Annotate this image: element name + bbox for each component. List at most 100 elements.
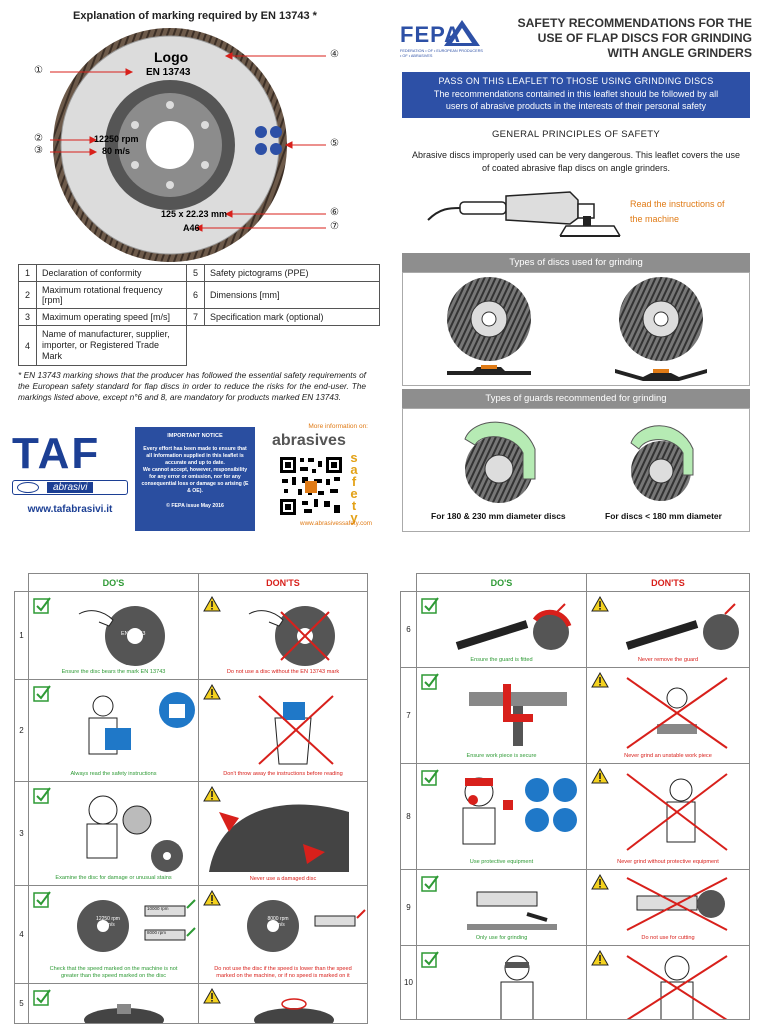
reading-person-icon <box>88 692 195 755</box>
do-caption: Only use for grinding <box>475 935 528 941</box>
safety-letter: e <box>350 486 358 501</box>
dos-donts-table-right: DO'S DON'TS 6 Ensure the guard is fitted… <box>400 573 750 1020</box>
legend-text: Safety pictograms (PPE) <box>204 264 380 282</box>
dont-caption: Don't throw away the instructions before… <box>223 771 343 777</box>
dont-caption: Never use a damaged disc <box>249 876 317 882</box>
do-cell: Examine the disc for damage or unusual s… <box>28 781 199 886</box>
legend-num: 5 <box>186 264 205 282</box>
legend-text: Name of manufacturer, supplier, importer… <box>36 325 187 366</box>
check-icon <box>33 989 51 1006</box>
callout-3: ③ <box>34 145 43 156</box>
dont-cell: Never grind an unstable work piece <box>586 667 750 764</box>
row-number: 2 <box>14 679 29 782</box>
check-icon <box>33 787 51 804</box>
row-number: 7 <box>400 667 417 764</box>
taf-logo: TAF abrasivi <box>12 432 128 502</box>
dont-cell: Do not use for cutting <box>586 869 750 946</box>
callout-5: ⑤ <box>330 138 339 149</box>
guard-caption-small: For discs < 180 mm diameter <box>605 511 722 521</box>
banner-heading: PASS ON THIS LEAFLET TO THOSE USING GRIN… <box>438 76 714 86</box>
check-icon <box>33 685 51 702</box>
unstable-workpiece-icon <box>626 677 728 749</box>
do-caption: Always read the safety instructions <box>70 771 157 777</box>
disc-rpm-text: 12250 rpm <box>94 134 139 144</box>
callout-4: ④ <box>330 49 339 60</box>
read-instructions-text: Read the instructions of the machine <box>630 199 725 224</box>
do-caption: Ensure the guard is fitted <box>470 657 533 663</box>
guard-caption-large: For 180 & 230 mm diameter discs <box>431 511 566 521</box>
marking-legend-table: 1 Declaration of conformity 5 Safety pic… <box>18 264 380 366</box>
more-info-label: More information on: <box>308 423 368 430</box>
callout-1: ① <box>34 65 43 76</box>
principles-heading: GENERAL PRINCIPLES OF SAFETY <box>491 129 660 140</box>
qr-code-icon[interactable] <box>278 455 344 517</box>
notice-body-1: Every effort has been made to ensure tha… <box>143 445 247 466</box>
dont-cell <box>586 945 750 1020</box>
types-guards-bar: Types of guards recommended for grinding <box>402 389 750 408</box>
types-discs-bar: Types of discs used for grinding <box>402 253 750 272</box>
cutting-use-icon <box>626 877 728 931</box>
safety-letter: a <box>350 462 358 477</box>
dont-caption: Do not use the disc if the speed is lowe… <box>214 966 352 979</box>
banner-body: The recommendations contained in this le… <box>433 88 719 112</box>
legend-text: Declaration of conformity <box>36 264 187 282</box>
safety-vertical-text: s a f e t y <box>347 450 361 524</box>
legend-text: Dimensions [mm] <box>204 281 380 309</box>
do-cell: Ensure the guard is fitted <box>416 591 587 668</box>
machine-speed-1: 10000 rpm <box>147 906 169 911</box>
machine-speed-2: 8000 rpm <box>147 930 167 935</box>
check-icon <box>33 597 51 614</box>
do-cell: Only use for grinding <box>416 869 587 946</box>
do-cell: 12250 rpm 80m/s 10000 rpm 8000 rpm Check… <box>28 885 199 984</box>
small-guard-icon <box>630 425 694 501</box>
notice-title: IMPORTANT NOTICE <box>167 433 223 439</box>
large-guard-icon <box>464 421 536 503</box>
dont-cell: 8000 rpm 80m/s Do not use the disc if th… <box>198 885 368 984</box>
protective-equipment-icon <box>462 777 577 845</box>
legend-num: 6 <box>186 281 205 309</box>
guard-types-panel: For 180 & 230 mm diameter discs For disc… <box>402 408 750 532</box>
do-cell <box>28 983 199 1024</box>
disc-speed-label: 12250 rpm 80m/s <box>96 916 120 928</box>
do-caption: Ensure the disc bears the mark EN 13743 <box>61 669 166 675</box>
title-line: SAFETY RECOMMENDATIONS FOR THE <box>517 16 752 30</box>
marking-footnote: * EN 13743 marking shows that the produc… <box>18 370 366 402</box>
disc-speed-label: 8000 rpm 80m/s <box>267 916 289 928</box>
dont-caption: Never remove the guard <box>637 657 699 663</box>
warning-icon <box>203 890 221 906</box>
do-caption: Ensure work piece is secure <box>466 753 537 759</box>
grinding-use-icon <box>467 891 557 930</box>
fepa-subtext: FEDERATION • OF • EUROPEAN PRODUCERS • O… <box>400 49 483 58</box>
disc-dimension-text: 125 x 22.23 mm <box>161 209 228 219</box>
no-protection-icon <box>626 773 728 851</box>
guard-removed-icon <box>625 603 739 650</box>
do-cell <box>416 945 587 1020</box>
disc-types-panel <box>402 272 750 386</box>
safety-letter: t <box>351 498 357 513</box>
disc-logo-text: Logo <box>154 49 189 65</box>
dont-cell: Do not use a disc without the EN 13743 m… <box>198 591 368 680</box>
row-number: 5 <box>14 983 29 1024</box>
safety-letter: s <box>350 450 358 465</box>
dont-header: DON'TS <box>198 573 368 592</box>
worker-stance-icon <box>500 955 534 1019</box>
row-number: 8 <box>400 763 417 870</box>
notice-footer: © FEPA issue May 2016 <box>166 502 224 509</box>
title-line: USE OF FLAP DISCS FOR GRINDING <box>537 31 752 45</box>
legend-text: Specification mark (optional) <box>204 308 380 326</box>
taf-disc-icon <box>17 482 39 493</box>
taf-url[interactable]: www.tafabrasivi.it <box>27 504 113 515</box>
marking-title: Explanation of marking required by EN 13… <box>73 10 317 22</box>
do-caption: Examine the disc for damage or unusual s… <box>55 875 172 881</box>
dont-header: DON'TS <box>586 573 750 592</box>
row-number: 10 <box>400 945 417 1020</box>
do-caption: Check that the speed marked on the machi… <box>49 966 178 979</box>
abrasives-url[interactable]: www.abrasivessafety.com <box>300 520 372 527</box>
warning-icon <box>591 596 609 612</box>
legend-num: 2 <box>18 281 37 309</box>
abrasives-logo-text: abrasives <box>272 432 346 449</box>
safety-letter: f <box>351 474 357 489</box>
warning-icon <box>591 950 609 966</box>
damaged-disc-icon <box>209 804 349 872</box>
warning-icon <box>203 988 221 1004</box>
